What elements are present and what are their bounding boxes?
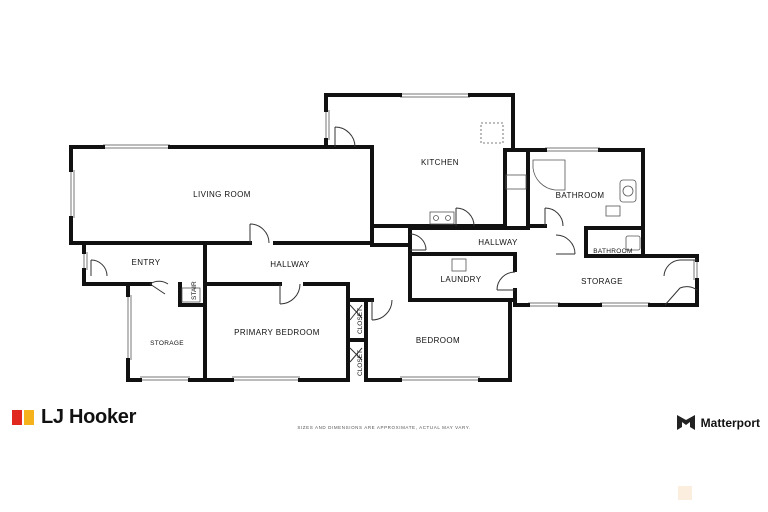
room-label-bedroom: BEDROOM — [416, 336, 460, 345]
room-label-entry: ENTRY — [132, 258, 161, 267]
provider-logo: Matterport — [676, 415, 760, 430]
room-label-closet-1: CLOSET — [357, 308, 364, 334]
room-label-hallway-right: HALLWAY — [478, 238, 518, 247]
agency-mark-icon — [12, 410, 34, 425]
room-label-living-room: LIVING ROOM — [193, 190, 251, 199]
room-label-bathroom: BATHROOM — [556, 191, 605, 200]
agency-name: LJ Hooker — [41, 406, 137, 428]
room-label-kitchen: KITCHEN — [421, 158, 459, 167]
room-label-bathroom-small: BATHROOM — [593, 248, 632, 255]
disclaimer: SIZES AND DIMENSIONS ARE APPROXIMATE, AC… — [297, 425, 471, 430]
room-label-closet-2: CLOSET — [357, 350, 364, 376]
room-label-storage-right: STORAGE — [581, 277, 623, 286]
room-label-stair: STAIR — [191, 281, 198, 300]
corner-mark — [678, 486, 692, 500]
provider-name: Matterport — [700, 415, 760, 430]
doors — [90, 126, 698, 363]
room-label-laundry: LAUNDRY — [441, 275, 482, 284]
room-labels: KITCHEN LIVING ROOM BATHROOM HALLWAY HAL… — [132, 158, 633, 376]
agency-logo: LJ Hooker — [12, 406, 136, 429]
fixtures — [181, 122, 641, 303]
windows — [70, 93, 698, 381]
room-label-storage-left: STORAGE — [150, 340, 184, 347]
matterport-icon — [676, 415, 695, 430]
room-label-hallway-left: HALLWAY — [270, 260, 310, 269]
room-label-primary-bedroom: PRIMARY BEDROOM — [234, 328, 320, 337]
walls — [69, 93, 699, 382]
